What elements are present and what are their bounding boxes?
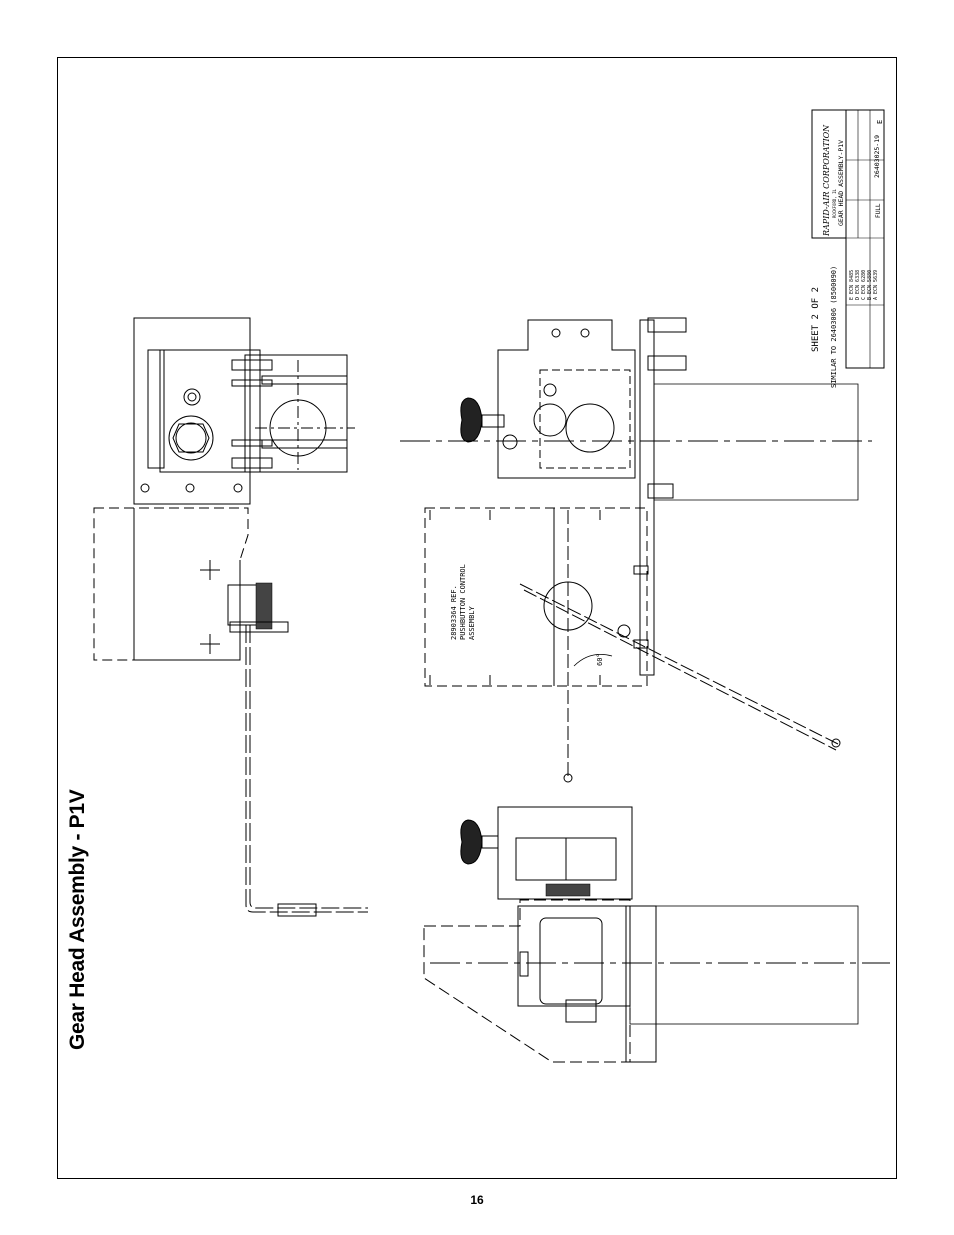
drawing-number: 26403025-19 bbox=[873, 135, 881, 178]
page-border bbox=[57, 57, 897, 1179]
title-block bbox=[811, 109, 885, 369]
company-name: RAPID-AIR CORPORATION bbox=[822, 124, 831, 237]
company-location: ROCKFORD, IL bbox=[832, 189, 837, 218]
revision-row-2: D ECN 6338 bbox=[855, 270, 861, 300]
callout-line-1: 28903364 REF. bbox=[450, 585, 458, 640]
drawing-title: GEAR HEAD ASSEMBLY-P1V bbox=[837, 140, 845, 226]
bottom-view bbox=[423, 806, 890, 1063]
revision-row-4: B ECN 5880 bbox=[867, 270, 873, 300]
similar-to-note: SIMILAR TO 26403006 (8500090) bbox=[830, 266, 838, 388]
page-number: 16 bbox=[470, 1193, 484, 1207]
callout-line-2: PUSHBUTTON CONTROL bbox=[459, 564, 467, 640]
revision-row-5: A ECN 5639 bbox=[873, 270, 879, 300]
middle-view bbox=[400, 317, 872, 783]
revision-letter: E bbox=[876, 120, 884, 124]
scale-label: FULL bbox=[875, 203, 882, 218]
revision-row-1: E ECN 8485 bbox=[849, 270, 855, 300]
top-left-view bbox=[93, 317, 368, 917]
angle-label: 60° bbox=[596, 653, 604, 666]
callout-line-3: ASSEMBLY bbox=[468, 605, 476, 640]
revision-row-3: C ECN 6280 bbox=[861, 270, 867, 300]
sheet-label: SHEET 2 OF 2 bbox=[811, 287, 821, 352]
